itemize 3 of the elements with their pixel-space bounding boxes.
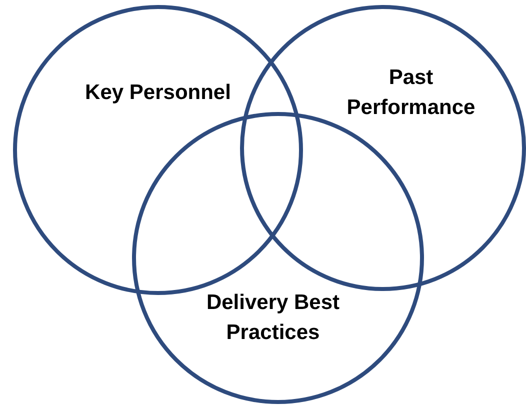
circle-label: Past Performance xyxy=(346,65,476,121)
circle-label: Key Personnel xyxy=(84,80,232,106)
circle-label: Delivery Best Practices xyxy=(205,290,341,346)
